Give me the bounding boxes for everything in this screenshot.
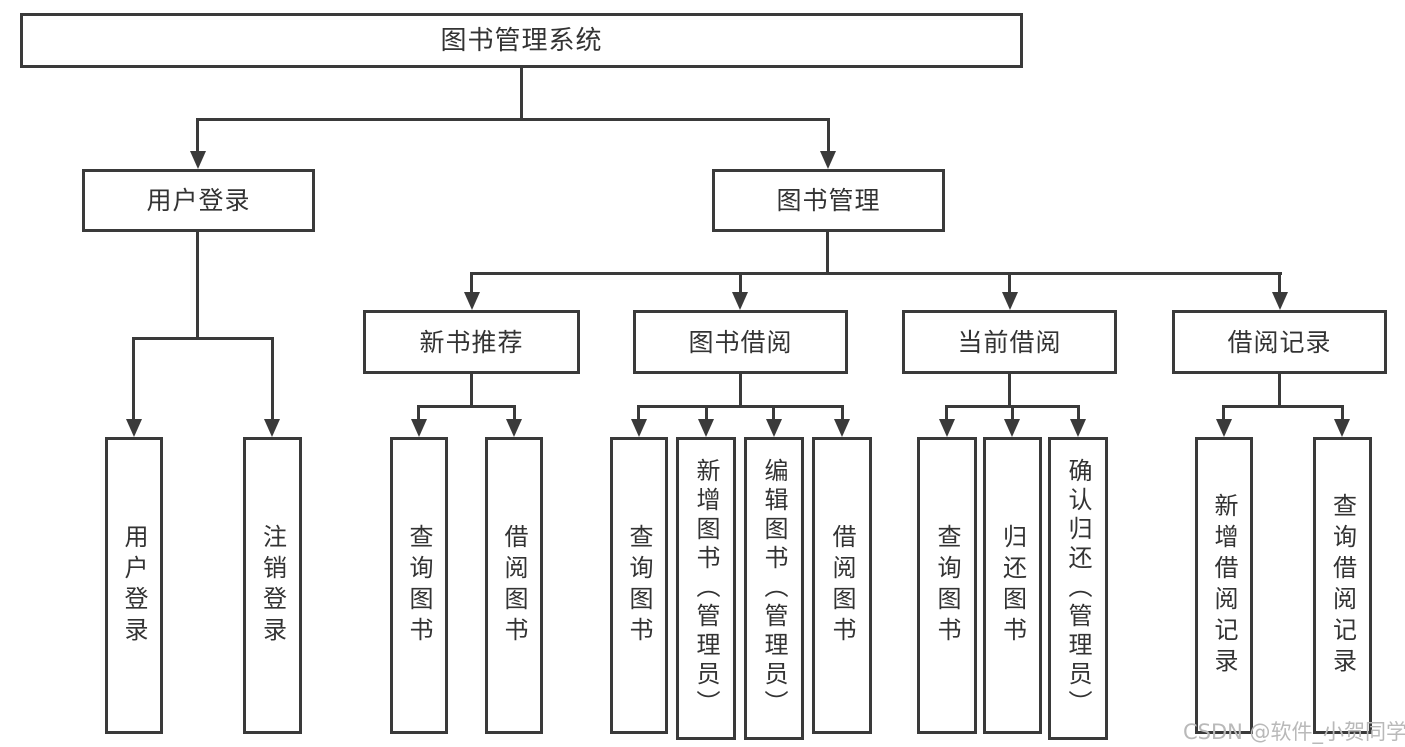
- connector-arrow-stem: [1008, 272, 1011, 294]
- connector-arrow-stem: [1341, 405, 1344, 421]
- arrow-down-icon: [264, 419, 280, 437]
- node-nbr-borrow-books: 借阅图书: [485, 437, 543, 734]
- node-bb-edit-books-admin: 编辑图书（管理员）: [744, 437, 804, 740]
- node-borrow-records: 借阅记录: [1172, 310, 1387, 374]
- arrow-down-icon: [1070, 419, 1086, 437]
- node-book-borrow: 图书借阅: [633, 310, 848, 374]
- arrow-down-icon: [732, 292, 748, 310]
- arrow-down-icon: [464, 292, 480, 310]
- connector-arrow-stem: [841, 405, 844, 421]
- connector-arrow-stem: [772, 405, 775, 421]
- connector-nbr-stem: [470, 374, 473, 405]
- node-logout: 注销登录: [243, 437, 302, 734]
- arrow-down-icon: [126, 419, 142, 437]
- connector-book-mgmt-stem: [826, 232, 829, 272]
- connector-bb-stem: [739, 374, 742, 405]
- node-cb-return-books: 归还图书: [983, 437, 1042, 734]
- connector-br-stem: [1278, 374, 1281, 405]
- connector-bb-rail: [637, 405, 844, 408]
- arrow-down-icon: [631, 419, 647, 437]
- node-new-book-recommend: 新书推荐: [363, 310, 580, 374]
- connector-nbr-rail: [417, 405, 516, 408]
- connector-arrow-stem: [739, 272, 742, 294]
- node-bb-add-books-admin: 新增图书（管理员）: [676, 437, 736, 740]
- connector-arrow-stem: [1222, 405, 1225, 421]
- node-current-borrow: 当前借阅: [902, 310, 1117, 374]
- node-nbr-query-books: 查询图书: [390, 437, 448, 734]
- connector-arrow-stem: [1077, 405, 1080, 421]
- node-user-login: 用户登录: [105, 437, 163, 734]
- node-br-query-record: 查询借阅记录: [1313, 437, 1372, 734]
- node-bb-query-books: 查询图书: [610, 437, 668, 734]
- node-library-management-system: 图书管理系统: [20, 13, 1023, 68]
- connector-book-mgmt-rail: [470, 272, 1282, 275]
- connector-user-login-stem: [196, 232, 199, 337]
- connector-br-rail: [1222, 405, 1344, 408]
- csdn-watermark: CSDN @软件_小贺同学: [1183, 720, 1405, 744]
- arrow-down-icon: [698, 419, 714, 437]
- node-cb-query-books: 查询图书: [917, 437, 977, 734]
- connector-arrow-stem: [513, 405, 516, 421]
- connector-arrow-stem: [417, 405, 420, 421]
- connector-root-stem: [520, 68, 523, 118]
- node-cb-confirm-return-admin: 确认归还（管理员）: [1048, 437, 1108, 740]
- connector-arrow-stem: [637, 405, 640, 421]
- node-bb-borrow-books: 借阅图书: [812, 437, 872, 734]
- arrow-down-icon: [1004, 419, 1020, 437]
- arrow-down-icon: [1334, 419, 1350, 437]
- connector-arrow-stem: [1278, 272, 1281, 294]
- connector-arrow-stem: [196, 118, 199, 153]
- arrow-down-icon: [190, 151, 206, 169]
- arrow-down-icon: [1216, 419, 1232, 437]
- arrow-down-icon: [820, 151, 836, 169]
- connector-arrow-stem: [470, 272, 473, 294]
- connector-arrow-stem: [271, 337, 274, 421]
- arrow-down-icon: [1272, 292, 1288, 310]
- node-br-add-record: 新增借阅记录: [1195, 437, 1253, 734]
- arrow-down-icon: [939, 419, 955, 437]
- arrow-down-icon: [506, 419, 522, 437]
- arrow-down-icon: [411, 419, 427, 437]
- connector-arrow-stem: [945, 405, 948, 421]
- connector-arrow-stem: [705, 405, 708, 421]
- node-user-login-group: 用户登录: [82, 169, 315, 232]
- connector-arrow-stem: [132, 337, 135, 421]
- arrow-down-icon: [766, 419, 782, 437]
- connector-level1-rail: [196, 118, 830, 121]
- connector-arrow-stem: [827, 118, 830, 153]
- node-book-management: 图书管理: [712, 169, 945, 232]
- connector-arrow-stem: [1011, 405, 1014, 421]
- connector-cb-stem: [1008, 374, 1011, 405]
- arrow-down-icon: [834, 419, 850, 437]
- arrow-down-icon: [1002, 292, 1018, 310]
- connector-user-login-rail: [132, 337, 274, 340]
